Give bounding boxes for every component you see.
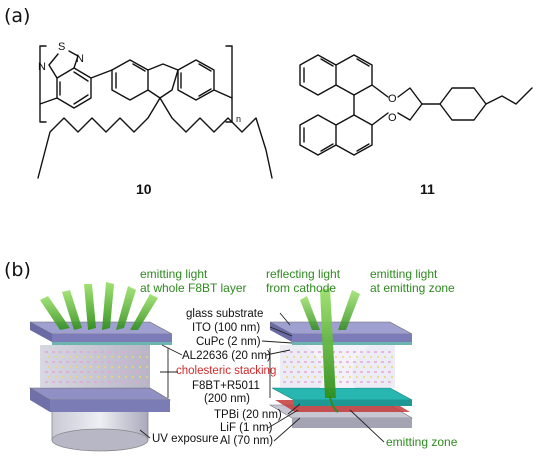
label-cupc: CuPc (2 nm)	[196, 336, 261, 348]
panel-b-label: (b)	[4, 259, 31, 281]
compound-11-number: 11	[420, 181, 435, 197]
propyl-chain	[485, 87, 533, 105]
cathode-teal-layer	[271, 387, 413, 401]
label-al22636: AL22636 (20 nm)	[182, 350, 271, 362]
btd-benzene-ring	[56, 67, 92, 109]
label-lif: LiF (1 nm)	[220, 422, 273, 434]
sulfur-atom: S	[58, 41, 65, 53]
cholesteric-helices-left	[45, 351, 150, 383]
right-callout-line2: at emitting zone	[370, 281, 455, 295]
emitted-beam-central	[320, 288, 336, 398]
label-f8bt-line1: F8BT+R5011	[192, 380, 260, 392]
left-bracket	[39, 45, 47, 123]
right-bracket	[225, 45, 233, 123]
label-ito: ITO (100 nm)	[192, 322, 260, 334]
label-cholesteric-stacking: cholesteric stacking	[176, 365, 276, 377]
nitrogen-atom-left: N	[38, 61, 46, 73]
left-device-illustration	[28, 282, 173, 452]
nitrogen-atom-top: N	[76, 53, 84, 65]
label-tpbi: TPBi (20 nm)	[214, 409, 282, 421]
polymer-10-structure: n S N N	[37, 41, 273, 179]
right-callout-line1: emitting light	[370, 267, 438, 281]
thiadiazole-ring	[48, 50, 79, 79]
mid-callout-line2: from cathode	[266, 281, 336, 295]
oxygen-atom-top: O	[388, 93, 397, 105]
left-callout-line2: at whole F8BT layer	[140, 281, 247, 295]
fluorene-right-ring	[177, 59, 215, 101]
fluorene-five-ring	[147, 63, 179, 99]
label-uv-exposure: UV exposure	[152, 433, 218, 445]
panel-a-label: (a)	[4, 5, 30, 27]
compound-11-structure: O O	[299, 54, 533, 156]
label-emitting-zone: emitting zone	[386, 435, 458, 449]
repeat-subscript: n	[236, 114, 241, 124]
label-al: Al (70 nm)	[220, 435, 273, 447]
right-device-illustration	[268, 288, 414, 428]
mid-callout-line1: reflecting light	[266, 267, 341, 281]
compound-10-number: 10	[136, 181, 152, 197]
label-glass-substrate: glass substrate	[186, 308, 263, 320]
octyl-chain-left	[37, 97, 161, 179]
label-f8bt-line2: (200 nm)	[204, 393, 250, 405]
octyl-chain-right	[159, 97, 273, 179]
leader-lines	[139, 312, 385, 443]
oxygen-atom-bottom: O	[388, 112, 397, 124]
fluorene-left-ring	[111, 59, 149, 101]
cyclohexane-ring	[439, 87, 487, 121]
emitted-light-beams-left	[40, 282, 158, 330]
left-callout-line1: emitting light	[140, 267, 208, 281]
